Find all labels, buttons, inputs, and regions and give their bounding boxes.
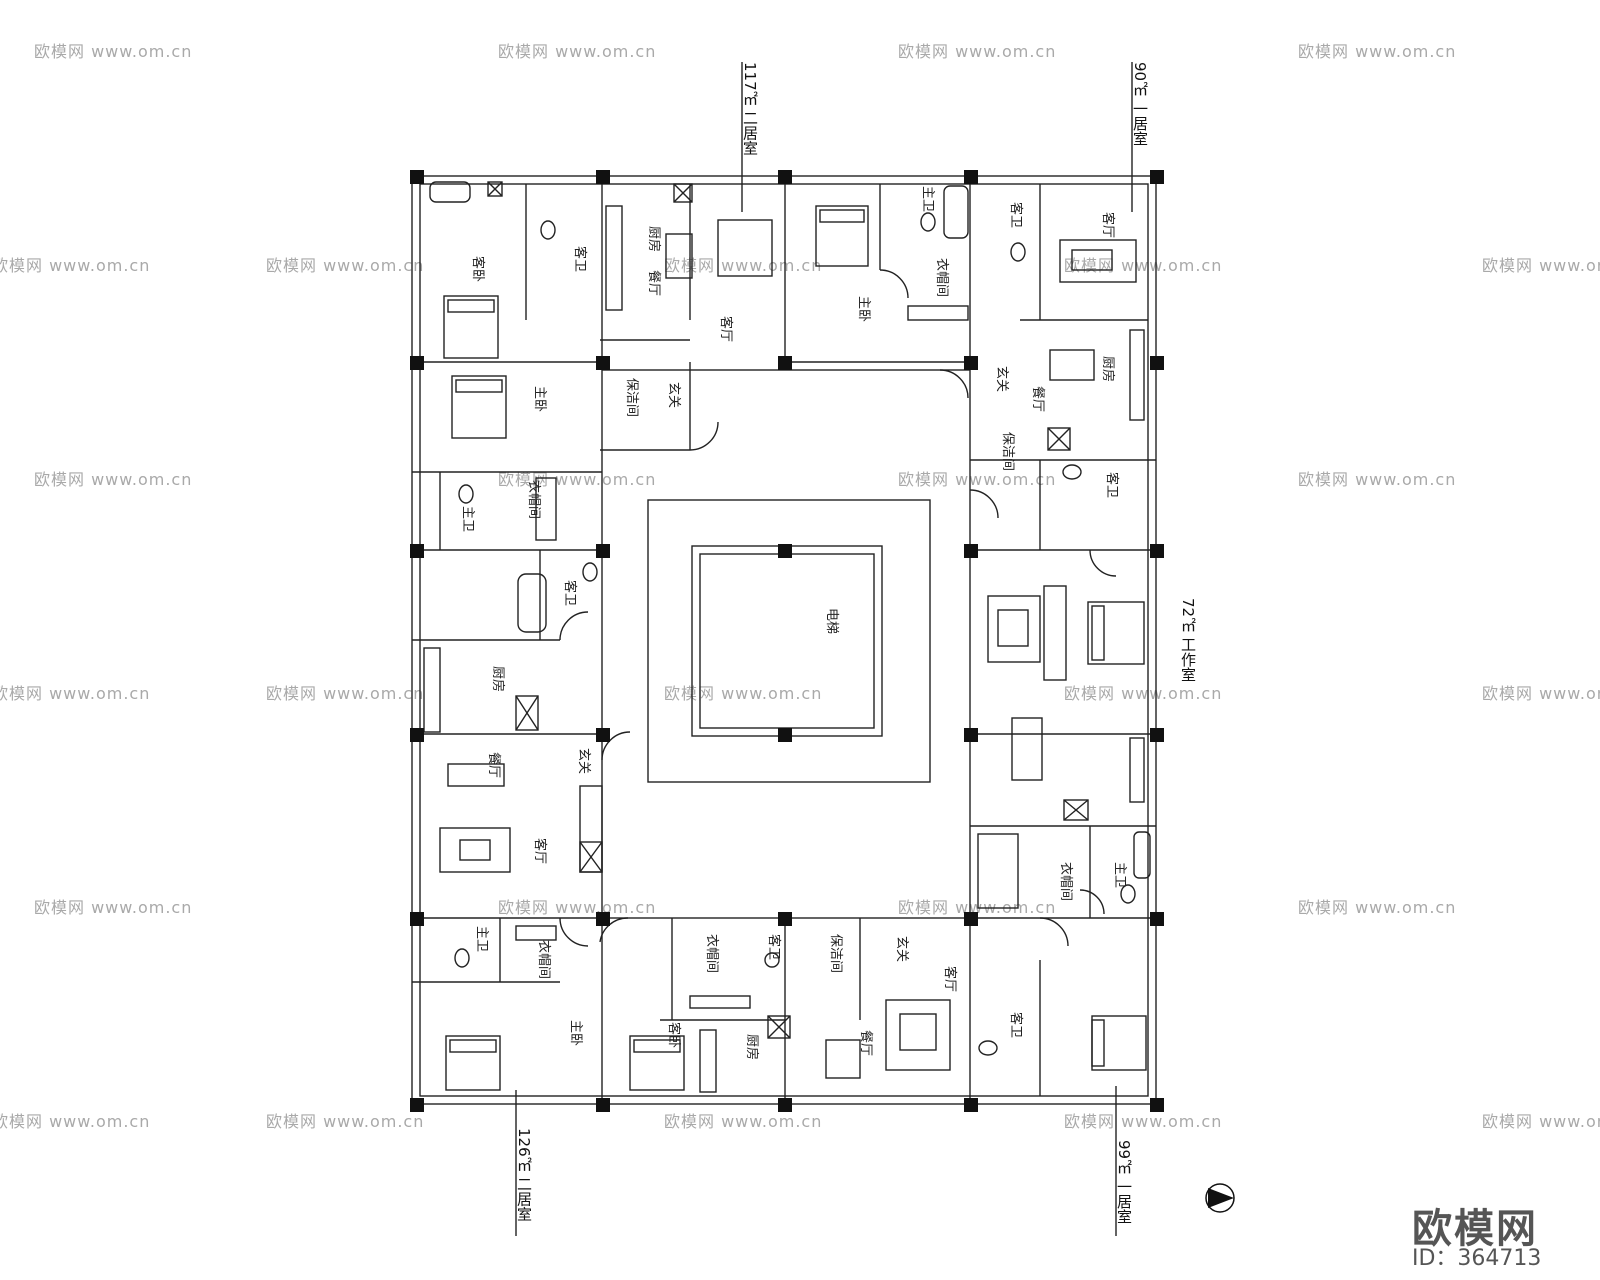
room-label: 客卧 <box>666 1022 682 1048</box>
room-label: 客厅 <box>942 966 958 992</box>
room-label: 主卧 <box>532 386 547 412</box>
watermark-text: 欧模网 www.om.cn <box>498 470 657 489</box>
unit-label-90: 90㎡ 一居室 <box>1131 62 1149 146</box>
room-label: 餐厅 <box>858 1030 874 1056</box>
room-label: 主卧 <box>568 1020 583 1046</box>
inner-wall <box>601 369 971 919</box>
room-label: 衣帽间 <box>704 934 720 973</box>
elevator-shaft <box>691 545 883 737</box>
watermark-text: 欧模网 www.om.cn <box>898 898 1057 917</box>
room-label: 客厅 <box>1100 212 1116 238</box>
watermark-text: 欧模网 www.om.cn <box>1482 684 1600 703</box>
unit-label-99: 99㎡ 一居室 <box>1115 1140 1133 1224</box>
courtyard <box>647 499 931 783</box>
room-label: 衣帽间 <box>536 940 552 979</box>
room-label: 餐厅 <box>646 270 662 296</box>
room-label: 厨房 <box>490 666 506 692</box>
room-label: 玄关 <box>666 382 681 408</box>
room-label: 客卫 <box>572 246 588 272</box>
unit-label-126: 126㎡ 二居室 <box>515 1128 533 1222</box>
north-arrow-icon <box>1205 1183 1235 1213</box>
room-label: 餐厅 <box>486 752 502 778</box>
room-label: 衣帽间 <box>934 258 950 297</box>
watermark-text: 欧模网 www.om.cn <box>0 1112 151 1131</box>
unit-label-72: 72㎡ 工作室 <box>1179 598 1197 682</box>
room-label: 主卧 <box>856 296 871 322</box>
watermark-text: 欧模网 www.om.cn <box>898 470 1057 489</box>
watermark-text: 欧模网 www.om.cn <box>498 42 657 61</box>
watermark-text: 欧模网 www.om.cn <box>266 684 425 703</box>
brand-logo: 欧模网 <box>1412 1206 1538 1252</box>
elevator-inner <box>699 553 875 729</box>
watermark-text: 欧模网 www.om.cn <box>0 684 151 703</box>
watermark-text: 欧模网 www.om.cn <box>1482 256 1600 275</box>
room-label: 主卫 <box>920 186 935 212</box>
watermark-text: 欧模网 www.om.cn <box>664 1112 823 1131</box>
room-label: 客卫 <box>1008 202 1024 228</box>
room-label: 厨房 <box>646 226 662 252</box>
room-label: 客卧 <box>470 256 486 282</box>
watermark-text: 欧模网 www.om.cn <box>1064 684 1223 703</box>
watermark-text: 欧模网 www.om.cn <box>1298 42 1457 61</box>
watermark-text: 欧模网 www.om.cn <box>1064 1112 1223 1131</box>
room-label: 厨房 <box>744 1034 760 1060</box>
watermark-text: 欧模网 www.om.cn <box>34 898 193 917</box>
watermark-text: 欧模网 www.om.cn <box>898 42 1057 61</box>
room-label: 衣帽间 <box>1058 862 1074 901</box>
room-label: 保洁间 <box>1000 432 1015 471</box>
watermark-text: 欧模网 www.om.cn <box>34 470 193 489</box>
room-label: 主卫 <box>474 926 489 952</box>
room-label: 客卫 <box>766 934 782 960</box>
watermark-text: 欧模网 www.om.cn <box>1482 1112 1600 1131</box>
watermark-text: 欧模网 www.om.cn <box>266 1112 425 1131</box>
room-label: 玄关 <box>994 366 1009 392</box>
room-label: 电梯 <box>824 608 839 634</box>
room-label: 主卫 <box>1112 862 1127 888</box>
room-label: 厨房 <box>1100 356 1116 382</box>
watermark-text: 欧模网 www.om.cn <box>498 898 657 917</box>
image-id: ID：364713 <box>1412 1246 1542 1271</box>
room-label: 客卫 <box>1008 1012 1024 1038</box>
watermark-text: 欧模网 www.om.cn <box>1298 470 1457 489</box>
room-label: 客卫 <box>1104 472 1120 498</box>
room-label: 衣帽间 <box>526 480 542 519</box>
room-label: 玄关 <box>576 748 591 774</box>
room-label: 主卫 <box>460 506 475 532</box>
watermark-text: 欧模网 www.om.cn <box>664 256 823 275</box>
room-label: 保洁间 <box>624 378 639 417</box>
room-label: 保洁间 <box>828 934 843 973</box>
room-label: 客卫 <box>562 580 578 606</box>
watermark-text: 欧模网 www.om.cn <box>0 256 151 275</box>
room-label: 客厅 <box>718 316 734 342</box>
watermark-text: 欧模网 www.om.cn <box>34 42 193 61</box>
room-label: 客厅 <box>532 838 548 864</box>
room-label: 玄关 <box>894 936 909 962</box>
unit-label-117: 117㎡ 二居室 <box>741 62 759 156</box>
watermark-text: 欧模网 www.om.cn <box>664 684 823 703</box>
room-label: 餐厅 <box>1030 386 1046 412</box>
watermark-text: 欧模网 www.om.cn <box>1298 898 1457 917</box>
watermark-text: 欧模网 www.om.cn <box>266 256 425 275</box>
